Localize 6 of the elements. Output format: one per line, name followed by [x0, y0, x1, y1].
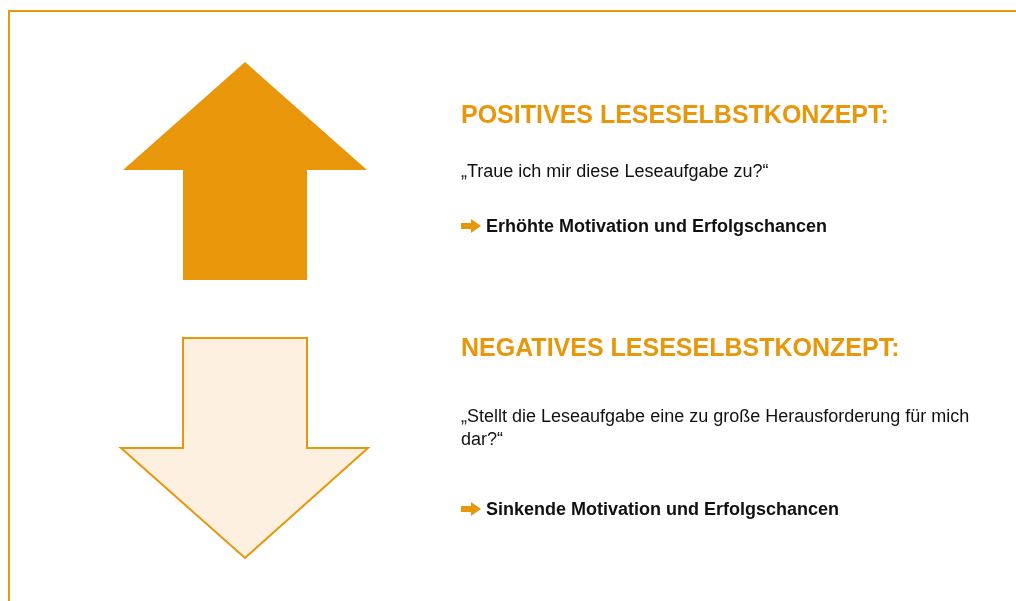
section-heading: NEGATIVES LESESELBSTKONZEPT: — [461, 333, 900, 362]
result-text: Erhöhte Motivation und Erfolgschancen — [486, 216, 827, 237]
question-text: „Stellt die Leseaufgabe eine zu große Herausforderung für mich dar?“ — [461, 405, 971, 451]
question-text: „Traue ich mir diese Leseaufgabe zu?“ — [461, 160, 770, 183]
section-heading: POSITIVES LESESELBSTKONZEPT: — [461, 100, 889, 129]
result-text: Sinkende Motivation und Erfolgschancen — [486, 499, 840, 520]
